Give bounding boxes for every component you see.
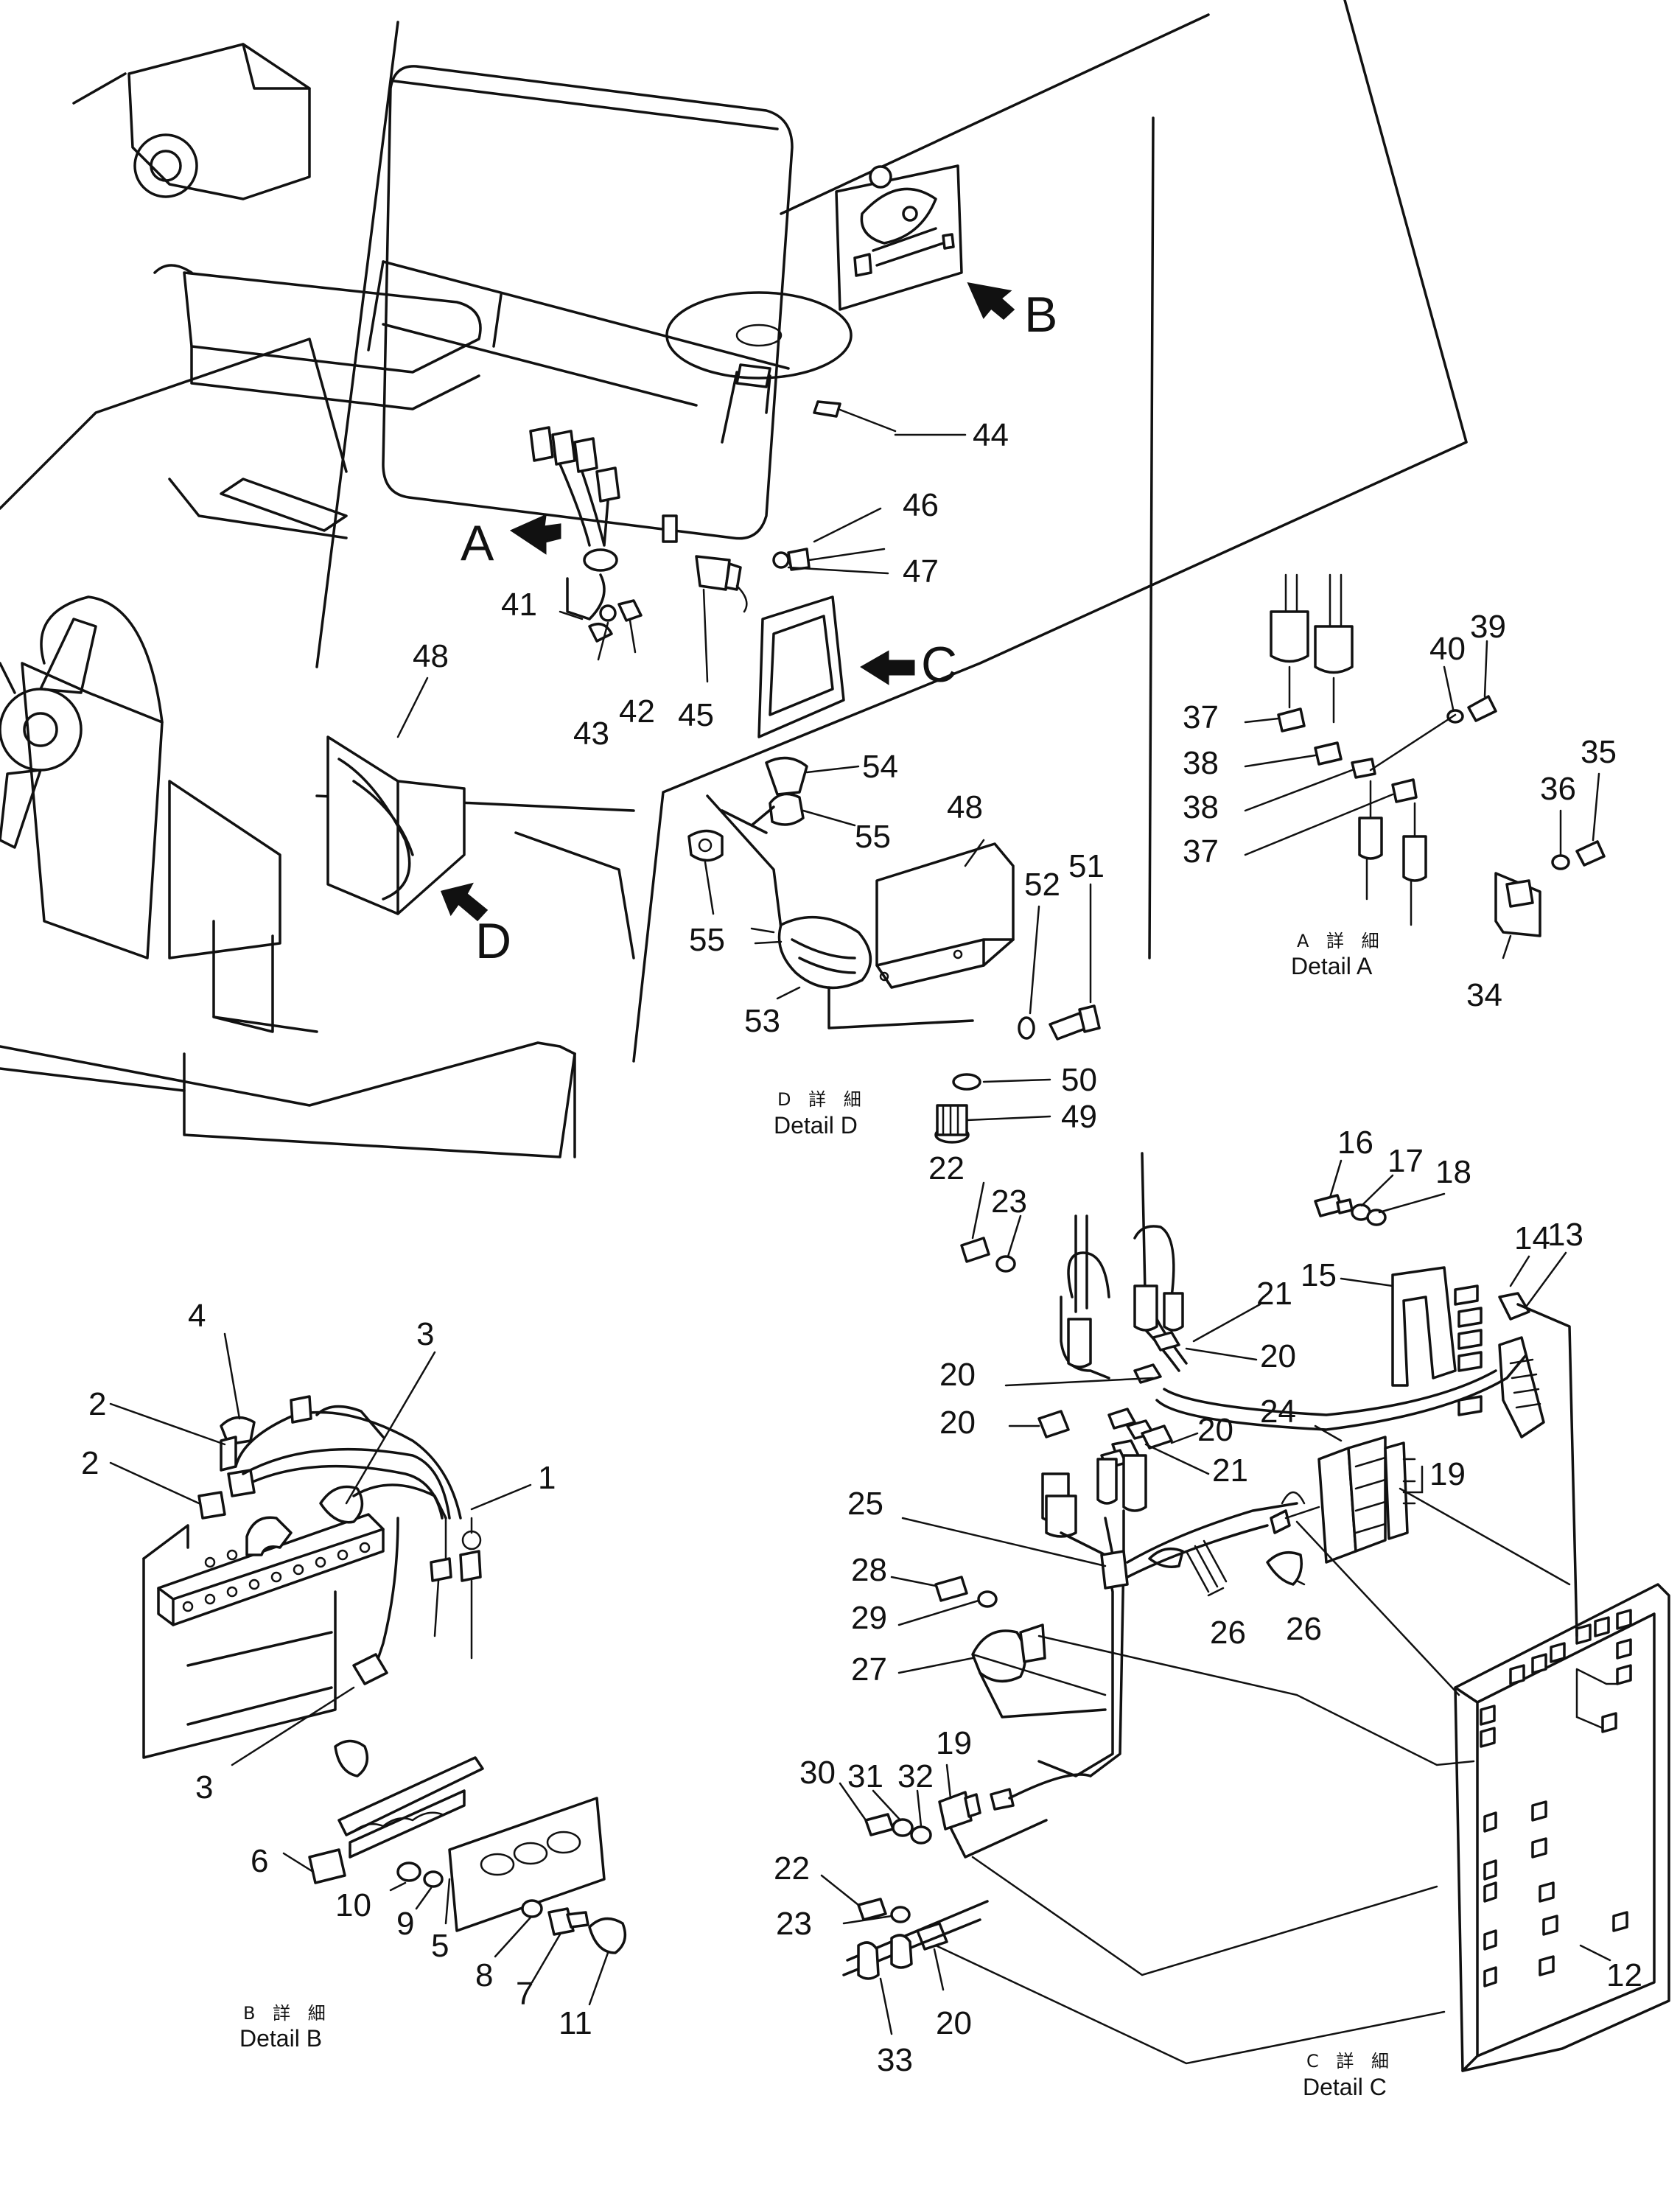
callout-48-detail: 48	[947, 789, 983, 825]
callout-14: 14	[1514, 1220, 1550, 1256]
callout-5: 5	[431, 1928, 449, 1964]
callout-20-b: 20	[939, 1357, 976, 1393]
callout-31: 31	[847, 1758, 883, 1794]
callout-41: 41	[501, 587, 537, 623]
detail-d-assembly	[687, 756, 1101, 1144]
callout-20-c: 20	[939, 1405, 976, 1441]
view-c-label: C	[921, 637, 957, 693]
detail-a-assembly	[1270, 573, 1606, 937]
detail-c-assembly	[842, 1152, 1670, 2072]
callout-13: 13	[1547, 1217, 1583, 1253]
view-b-label: B	[1024, 287, 1057, 343]
callout-21-bottom: 21	[1212, 1452, 1248, 1489]
callout-38-top: 38	[1183, 745, 1219, 781]
view-d-label: D	[475, 913, 511, 969]
callout-25: 25	[847, 1486, 883, 1522]
callout-16: 16	[1337, 1125, 1373, 1161]
callout-39: 39	[1470, 609, 1506, 645]
callout-21-top: 21	[1256, 1276, 1292, 1312]
callout-24: 24	[1260, 1394, 1296, 1430]
callout-26-left: 26	[1210, 1615, 1246, 1651]
callout-12: 12	[1606, 1957, 1642, 1993]
callout-54: 54	[862, 749, 898, 785]
callout-29: 29	[851, 1600, 887, 1636]
callout-49: 49	[1061, 1099, 1097, 1135]
callout-37-bottom: 37	[1183, 833, 1219, 870]
callout-36: 36	[1540, 771, 1576, 807]
detail-d-caption-jp: D 詳 細	[777, 1089, 867, 1110]
callout-30: 30	[799, 1755, 836, 1791]
machine-overview	[0, 0, 1468, 1158]
detail-b-caption: Detail B	[239, 2025, 322, 2052]
callout-2-top: 2	[88, 1386, 106, 1422]
detail-b-caption-jp: B 詳 細	[243, 2003, 332, 2024]
callout-38-bottom: 38	[1183, 789, 1219, 825]
callout-51: 51	[1068, 848, 1105, 884]
callout-37-top: 37	[1183, 699, 1219, 735]
callout-3-bottom: 3	[195, 1769, 213, 1805]
callout-48-main: 48	[413, 638, 449, 674]
callout-46: 46	[903, 487, 939, 523]
callout-4: 4	[188, 1298, 206, 1334]
callout-22-bottom: 22	[774, 1850, 810, 1887]
callout-33: 33	[877, 2042, 913, 2078]
callout-44: 44	[973, 417, 1009, 453]
callout-8: 8	[475, 1957, 493, 1993]
callout-1: 1	[538, 1460, 556, 1496]
callout-3-top: 3	[416, 1316, 434, 1352]
detail-b-thumbnail	[835, 164, 963, 311]
callout-22-top: 22	[928, 1150, 965, 1186]
callout-9: 9	[396, 1906, 414, 1942]
callout-26-right: 26	[1286, 1611, 1322, 1647]
callout-35: 35	[1581, 734, 1617, 770]
callout-20-a: 20	[1260, 1338, 1296, 1374]
detail-a-caption-jp: A 詳 細	[1297, 931, 1385, 951]
callout-53: 53	[744, 1003, 780, 1039]
callout-23-bottom: 23	[776, 1906, 812, 1942]
view-a-label: A	[461, 515, 494, 571]
callout-55-right: 55	[855, 819, 891, 855]
callout-11: 11	[559, 2005, 592, 2041]
arrow-b-icon	[967, 282, 1015, 320]
detail-d-caption: Detail D	[774, 1112, 858, 1139]
relay-group	[529, 426, 620, 620]
callout-17: 17	[1387, 1143, 1424, 1179]
arrow-c-icon	[860, 650, 915, 685]
callout-10: 10	[335, 1887, 371, 1923]
callout-18: 18	[1435, 1154, 1471, 1190]
callout-15: 15	[1301, 1257, 1337, 1293]
callout-50: 50	[1061, 1062, 1097, 1098]
callout-23-top: 23	[991, 1184, 1027, 1220]
callout-47: 47	[903, 553, 939, 590]
callout-55-left: 55	[689, 922, 725, 958]
detail-b-assembly	[142, 1395, 627, 1954]
fan-icon	[0, 618, 97, 849]
callout-19-lower: 19	[936, 1725, 972, 1761]
detail-c-caption-jp: C 詳 細	[1306, 2051, 1395, 2072]
detail-a-caption: Detail A	[1291, 953, 1373, 979]
callout-20-e: 20	[936, 2005, 972, 2041]
callout-28: 28	[851, 1552, 887, 1588]
callout-2-bottom: 2	[81, 1445, 99, 1481]
callout-52: 52	[1024, 867, 1060, 903]
callout-20-d: 20	[1197, 1412, 1233, 1448]
callout-40: 40	[1429, 631, 1466, 667]
arrow-a-icon	[509, 514, 561, 555]
bracket-48-main	[326, 735, 466, 915]
callout-32: 32	[897, 1758, 934, 1794]
callout-45: 45	[678, 697, 714, 733]
callout-34: 34	[1466, 977, 1502, 1013]
callout-27: 27	[851, 1651, 887, 1688]
callout-42: 42	[619, 693, 655, 730]
callout-43: 43	[573, 716, 609, 752]
arrow-d-icon	[440, 882, 489, 922]
callout-6: 6	[251, 1843, 268, 1879]
callout-7: 7	[516, 1976, 533, 2012]
callout-19-upper: 19	[1429, 1456, 1466, 1492]
detail-c-caption: Detail C	[1303, 2074, 1387, 2100]
